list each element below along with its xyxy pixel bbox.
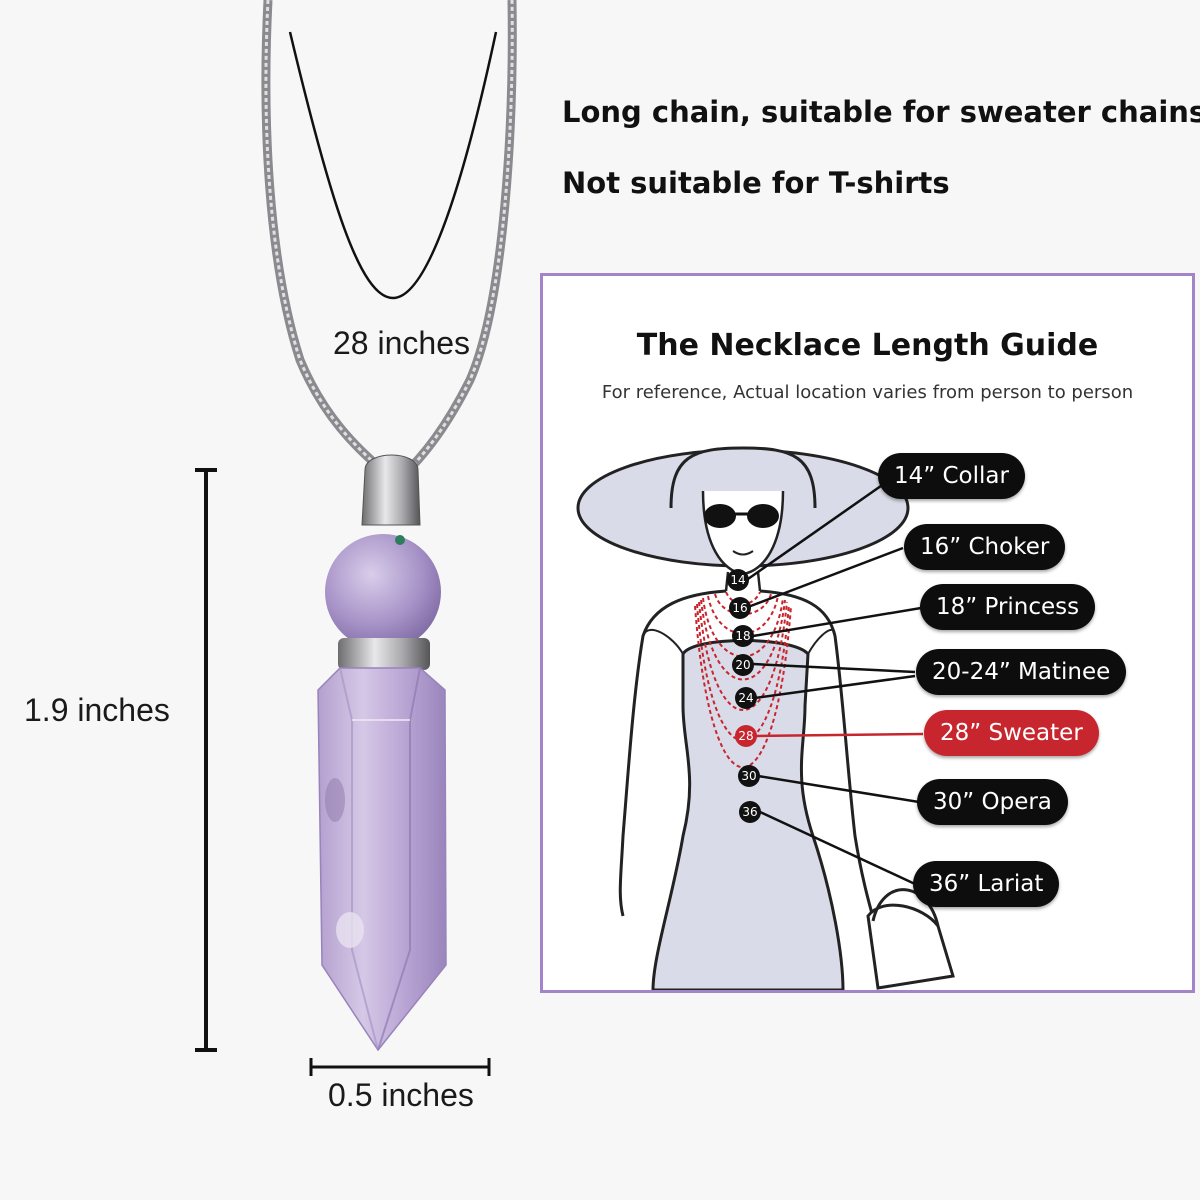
chain-length-curve: [288, 31, 498, 300]
leader-18: [752, 606, 922, 638]
marker-30: 30: [738, 765, 760, 787]
marker-18: 18: [732, 625, 754, 647]
pendant-width-label: 0.5 inches: [328, 1077, 474, 1113]
sunglasses-left: [704, 504, 736, 528]
guide-subtitle: For reference, Actual location varies fr…: [601, 382, 1134, 403]
pill-matinee: 20-24” Matinee: [916, 649, 1127, 695]
pill-collar: 14” Collar: [878, 453, 1025, 499]
pill-princess: 18” Princess: [920, 584, 1096, 630]
bail: [361, 454, 421, 526]
collar: [338, 638, 430, 670]
crystal: [317, 667, 447, 1052]
leader-20: [752, 662, 916, 674]
headline-long-chain: Long chain, suitable for sweater chains: [562, 95, 1200, 129]
pill-lariat: 36” Lariat: [913, 861, 1060, 907]
headline-not-tshirt: Not suitable for T-shirts: [562, 166, 950, 200]
leader-28: [754, 732, 924, 738]
leader-36: [757, 809, 916, 886]
product-photo: [195, 0, 517, 1076]
guide-title: The Necklace Length Guide: [636, 328, 1099, 363]
sunglasses-right: [747, 504, 779, 528]
leader-14: [747, 479, 889, 581]
chain-left: [261, 0, 386, 474]
marker-24: 24: [735, 687, 757, 709]
handbag: [866, 903, 955, 990]
bead: [325, 534, 441, 650]
pendant-height-label: 1.9 inches: [24, 692, 170, 728]
marker-28: 28: [735, 725, 757, 747]
marker-20: 20: [732, 654, 754, 676]
woman-figure-illustration: [576, 446, 955, 990]
chain-length-label: 28 inches: [333, 325, 470, 361]
marker-16: 16: [729, 597, 751, 619]
marker-14: 14: [727, 569, 749, 591]
marker-36: 36: [739, 801, 761, 823]
leader-30: [757, 774, 920, 804]
leader-16: [747, 546, 904, 609]
leader-24: [754, 674, 916, 700]
pill-choker: 16” Choker: [904, 524, 1066, 570]
necklace-length-guide: The Necklace Length Guide For reference,…: [540, 273, 1195, 993]
pill-opera: 30” Opera: [917, 779, 1068, 825]
pill-sweater: 28” Sweater: [924, 710, 1099, 756]
